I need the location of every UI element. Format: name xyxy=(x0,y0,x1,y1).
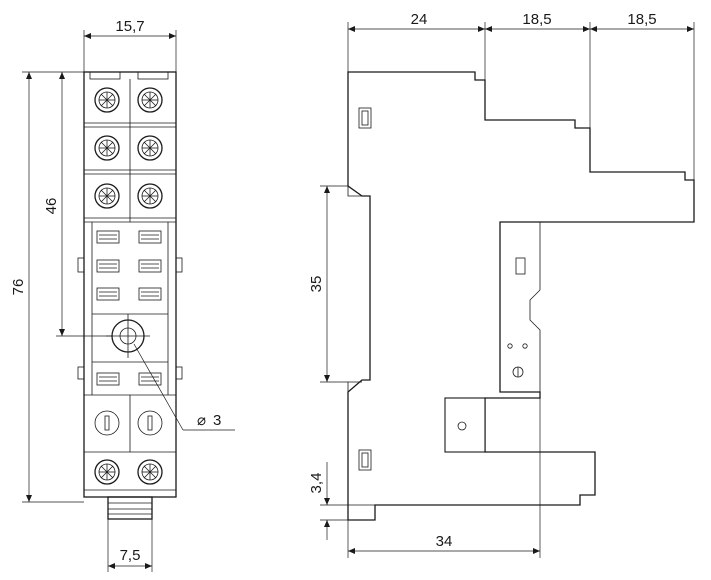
dim-rail: 35 xyxy=(308,276,325,293)
front-top-tab-left xyxy=(89,71,121,80)
screw-terminals-bottom xyxy=(94,459,163,485)
dim-height-upper: 46 xyxy=(43,198,60,215)
screw-icon xyxy=(137,135,163,161)
din-clip xyxy=(107,496,153,520)
dim-top-2: 18,5 xyxy=(522,11,551,28)
mounting-hole xyxy=(106,314,150,358)
dim-width-top: 15,7 xyxy=(115,18,144,35)
dim-top-3: 18,5 xyxy=(627,11,656,28)
dim-diameter-symbol: ⌀ xyxy=(197,412,206,429)
side-slot xyxy=(515,257,526,275)
side-lower-block xyxy=(444,397,486,453)
screw-icon xyxy=(94,459,120,485)
screw-icon xyxy=(94,183,120,209)
indicator-windows xyxy=(94,410,163,436)
screw-icon xyxy=(137,459,163,485)
dim-depth: 34 xyxy=(436,533,453,550)
contact-slots xyxy=(96,230,162,386)
side-view: 24 18,5 18,5 35 3,4 34 xyxy=(308,11,695,558)
screw-icon xyxy=(137,87,163,113)
screw-icon xyxy=(137,183,163,209)
side-latch-top xyxy=(358,107,372,129)
dim-hole-diameter: 3 xyxy=(213,412,221,429)
front-view: 15,7 76 46 ⌀ 3 7,5 xyxy=(10,18,235,572)
screw-terminals-top xyxy=(94,87,163,209)
dim-width-bottom: 7,5 xyxy=(120,547,141,564)
screw-icon xyxy=(94,135,120,161)
screw-icon xyxy=(94,87,120,113)
side-profile-outline xyxy=(347,71,695,521)
dim-foot: 3,4 xyxy=(308,473,325,494)
dim-height-total: 76 xyxy=(10,279,27,296)
front-top-tab-right xyxy=(137,71,169,80)
side-latch-bottom xyxy=(358,449,372,471)
dim-top-1: 24 xyxy=(411,11,428,28)
